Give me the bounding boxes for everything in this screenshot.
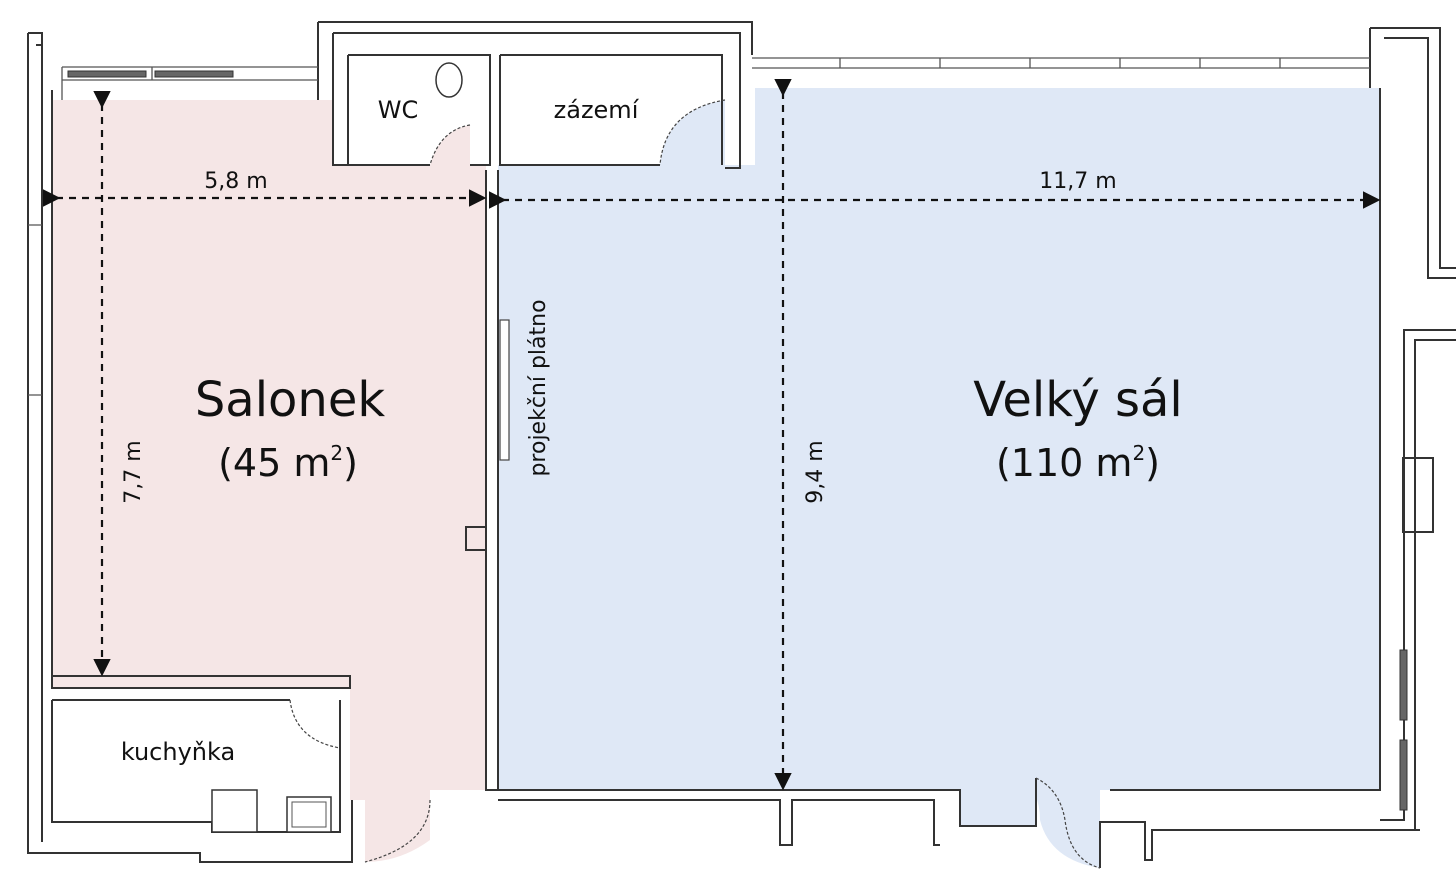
windows xyxy=(67,70,1408,811)
sink-icon xyxy=(286,796,332,833)
dim-salonek-depth: 7,7 m xyxy=(121,440,146,503)
room-kuchynka-label: kuchyňka xyxy=(121,738,235,766)
room-velky-sal-area: (110 m2) xyxy=(996,441,1160,485)
toilet-icon xyxy=(435,62,463,98)
dim-sal-width: 11,7 m xyxy=(1039,169,1116,194)
sink-basin xyxy=(291,801,327,828)
dimension-lines xyxy=(42,78,1381,791)
walls xyxy=(27,21,1456,868)
room-salonek-name: Salonek xyxy=(195,372,386,428)
velky-sal-floor xyxy=(498,88,1380,868)
dim-sal-depth: 9,4 m xyxy=(803,440,828,503)
projection-screen xyxy=(499,319,510,461)
room-salonek-area: (45 m2) xyxy=(218,441,358,485)
door-swings xyxy=(289,99,1101,869)
salonek-floor xyxy=(52,100,486,862)
room-velky-sal-name: Velký sál xyxy=(973,372,1182,428)
stove-icon xyxy=(211,789,258,833)
dim-salonek-width: 5,8 m xyxy=(204,169,267,194)
room-wc-label: WC xyxy=(378,96,419,124)
screen-label: projekční plátno xyxy=(526,299,551,476)
room-zazemi-label: zázemí xyxy=(554,96,640,124)
